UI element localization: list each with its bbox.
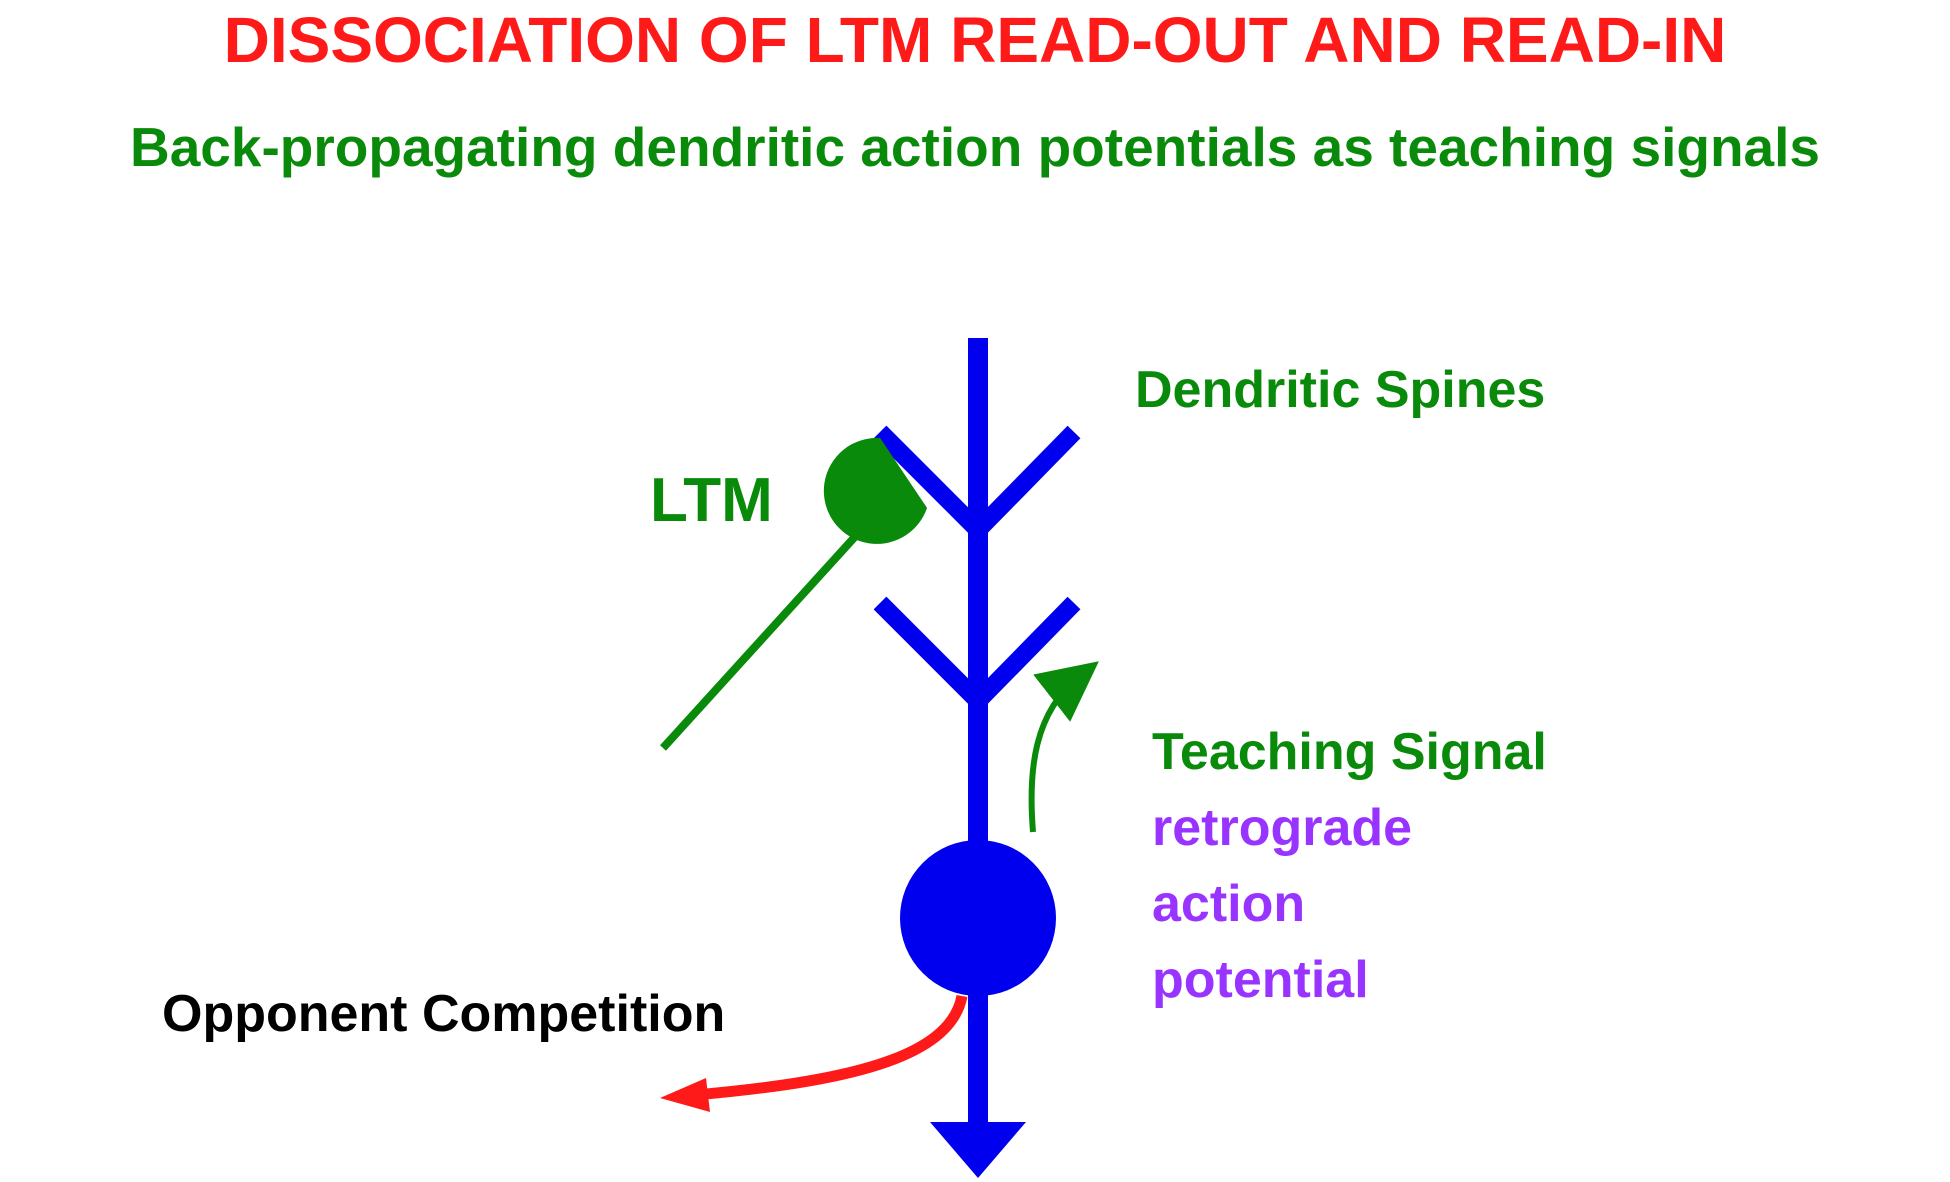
cell-body	[900, 840, 1056, 996]
opponent-competition-arrow	[694, 994, 968, 1101]
opponent-competition-arrowhead	[660, 1078, 710, 1112]
spine-lower-left	[873, 596, 985, 708]
ltm-label: LTM	[650, 466, 773, 535]
spine-upper-left	[873, 425, 985, 537]
teaching-signal-label: Teaching Signal	[1152, 723, 1547, 781]
action-label: action	[1152, 875, 1306, 933]
ltm-input-axon	[660, 515, 875, 751]
retrograde-label: retrograde	[1152, 799, 1413, 857]
dendritic-spines-label: Dendritic Spines	[1135, 361, 1546, 419]
teaching-signal-arrow	[1028, 661, 1099, 833]
axon-arrowhead	[930, 1122, 1026, 1178]
page-title: DISSOCIATION OF LTM READ-OUT AND READ-IN	[223, 4, 1727, 76]
ltm-synapse-knob-fill	[823, 437, 927, 544]
potential-label: potential	[1152, 951, 1369, 1009]
opponent-competition-label: Opponent Competition	[162, 985, 726, 1043]
spine-lower-right	[971, 596, 1081, 708]
spine-upper-right	[971, 425, 1081, 537]
page-subtitle: Back-propagating dendritic action potent…	[129, 116, 1821, 178]
